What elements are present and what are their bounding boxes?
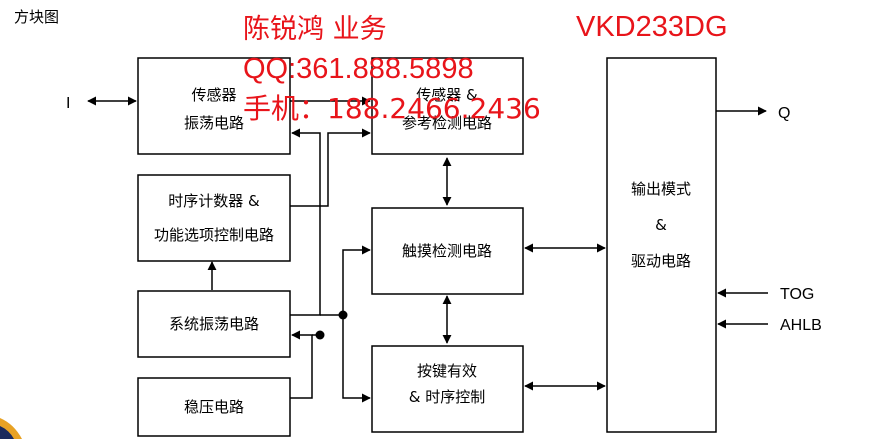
wire-node-to-key <box>342 315 371 403</box>
diagram-title: 方块图 <box>14 8 59 26</box>
block-label-line: 驱动电路 <box>631 252 691 270</box>
block-key-valid: 按键有效 & 时序控制 <box>371 345 524 433</box>
block-label-line: 传感器 & <box>416 86 478 104</box>
pin-label-input: I <box>66 95 70 112</box>
block-voltage-regulator: 稳压电路 <box>137 377 291 437</box>
block-label-line: 触摸检测电路 <box>402 242 492 260</box>
block-label-line: & <box>655 216 667 234</box>
pin-label-output: Q <box>778 105 790 122</box>
block-label-line: 时序计数器 & <box>168 192 260 210</box>
block-system-oscillator: 系统振荡电路 <box>137 290 291 358</box>
block-label-line: 输出模式 <box>631 180 691 198</box>
junction-dot <box>315 330 325 340</box>
wire-sysosc-to-sensor <box>290 128 321 316</box>
block-label-line: 参考检测电路 <box>402 114 492 132</box>
block-label-line: 功能选项控制电路 <box>154 226 274 244</box>
block-label-line: 传感器 <box>191 86 236 104</box>
block-label-line: 振荡电路 <box>184 114 244 132</box>
contact-name: 陈锐鸿 业务 <box>243 14 387 45</box>
wire-node-to-touch <box>342 245 371 315</box>
contact-qq: QQ:361.888.5898 <box>243 53 474 85</box>
wires <box>87 96 768 403</box>
contact-phone: 手机：188.2466.2436 <box>243 92 541 125</box>
block-label-line: & 时序控制 <box>409 388 485 406</box>
block-label-line: 稳压电路 <box>184 398 244 416</box>
block-sensor-oscillator: 传感器 振荡电路 <box>137 57 291 155</box>
wire-timer-to-ref <box>290 128 371 207</box>
part-number: VKD233DG <box>576 11 728 43</box>
block-label-line: 按键有效 <box>417 362 477 380</box>
block-output-driver: 输出模式 & 驱动电路 <box>606 57 717 433</box>
pin-label-tog: TOG <box>780 286 814 303</box>
junction-dot <box>338 310 348 320</box>
wire-regulator-to-sysosc <box>290 330 313 399</box>
block-label-line: 系统振荡电路 <box>169 315 259 333</box>
corner-decoration <box>0 426 14 439</box>
block-sensor-reference: 传感器 & 参考检测电路 <box>371 57 524 155</box>
block-touch-detect: 触摸检测电路 <box>371 207 524 295</box>
block-timer-counter: 时序计数器 & 功能选项控制电路 <box>137 174 291 262</box>
pin-label-ahlb: AHLB <box>780 317 822 334</box>
